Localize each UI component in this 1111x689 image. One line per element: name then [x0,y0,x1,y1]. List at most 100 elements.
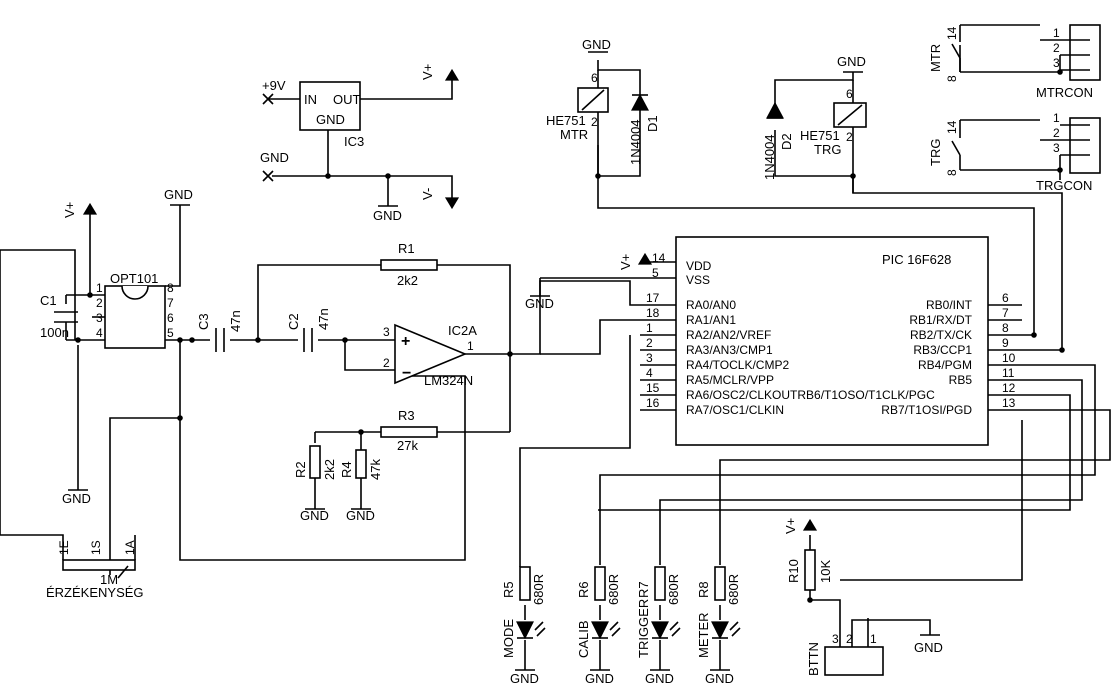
vminus-label: V- [420,188,435,200]
mtrcon-switch: MTR [928,44,943,72]
pic-left-pin-num: 4 [646,366,653,380]
pic-left-pin-name: RA1/AN1 [686,313,736,327]
mtrcon-pin-1: 1 [1053,26,1060,40]
opt101-pin-7: 7 [167,296,174,310]
relay-mtr-name: MTR [560,127,588,142]
led-resistor-value: 680R [531,574,546,605]
opt101-chip: OPT101 1 2 3 4 5 6 7 8 [96,271,174,349]
vplus-label-bttn: V+ [783,518,798,534]
opt101-pin-4: 4 [96,326,103,340]
r4-resistor: R4 47k [339,449,383,480]
relay-mtr: 6 2 HE751 MTR [546,70,609,142]
pic-left-pin-name: RA4/TOCLK/CMP2 [686,358,789,372]
junction-dots [75,69,1065,603]
r3-value: 27k [397,438,418,453]
gnd-cross-label: GND [260,150,289,165]
pic-left-pin-name: RA0/AN0 [686,298,736,312]
opamp-pin-out: 1 [467,339,474,353]
trgcon-ref: TRGCON [1036,178,1092,193]
pot-pin-a: 1A [123,540,137,555]
pic-right-pin-name: RB3/CCP1 [913,343,972,357]
d1-part: 1N4004 [628,119,643,165]
relay-trg-name: TRG [814,142,841,157]
opamp-minus: − [402,365,411,382]
pic-right-pin-name: RB5 [949,373,973,387]
r1-ref: R1 [398,241,415,256]
gnd-label-left: GND [62,491,91,506]
c3-ref: C3 [196,313,211,330]
pic-left-pin-name: RA6/OSC2/CLKOUTRB6/T1OSO/T1CLK/PGC [686,388,935,402]
pic-right-pin-num: 9 [1002,336,1009,350]
c1-value: 100n [40,325,69,340]
trgcon-sw-pin-a: 14 [945,120,959,134]
c2-value: 47n [316,308,331,330]
pic-right-pin-num: 6 [1002,291,1009,305]
pic-left-pin-name: RA7/OSC1/CLKIN [686,403,784,417]
led-resistor-ref: R6 [576,581,591,598]
pic-vss: VSS [686,273,710,287]
trgcon-pin-3: 3 [1053,141,1060,155]
mtrcon-pin-3: 3 [1053,56,1060,70]
bttn-ref: BTTN [806,642,821,676]
vplus-label-pic: V+ [618,254,633,270]
r10-value: 10K [818,560,833,583]
pic-right-pin-num: 10 [1002,351,1016,365]
mtrcon-ref: MTRCON [1036,85,1093,100]
d2-ref: D2 [779,133,794,150]
opamp-part: LM324N [424,373,473,388]
pic-left-pin-num: 16 [646,396,660,410]
opt101-pin-2: 2 [96,296,103,310]
gnd-label-pic: GND [525,296,554,311]
bttn-pin-3: 3 [832,632,839,646]
opamp-pin-minus: 2 [383,356,390,370]
r2-ref: R2 [293,461,308,478]
pic-left-pin-name: RA2/AN2/VREF [686,328,771,342]
pot-pin-s: 1S [89,540,103,555]
pic-left-pin-num: 17 [646,291,660,305]
diode-d1: 1N4004 D1 [628,93,660,165]
pic-right-pin-num: 13 [1002,396,1016,410]
mtrcon-pin-2: 2 [1053,41,1060,55]
c2-ref: C2 [286,313,301,330]
gnd-label-bttn: GND [914,640,943,655]
r3-ref: R3 [398,408,415,423]
bttn-pin-2: 2 [846,632,853,646]
relay-mtr-part: HE751 [546,113,586,128]
pic-right-pin-num: 7 [1002,306,1009,320]
bttn-connector: 3 2 1 BTTN [806,630,884,676]
led-resistor-value: 680R [666,574,681,605]
pic-right-pin-name: RB4/PGM [918,358,972,372]
r1-value: 2k2 [397,273,418,288]
mtrcon-connector: MTR 14 8 1 2 3 MTRCON [928,24,1101,100]
wires [0,24,1111,670]
c2-capacitor: C2 47n [286,308,331,352]
c1-capacitor: C1 100n [40,293,78,340]
relay-trg-pin-bottom: 2 [846,130,853,144]
r1-resistor: R1 2k2 [380,241,438,288]
relay-mtr-pin-top: 6 [591,71,598,85]
pic-right-pin-num: 8 [1002,321,1009,335]
opamp-ref: IC2A [448,323,477,338]
led-resistor-value: 680R [726,574,741,605]
mtrcon-sw-pin-b: 8 [945,75,959,82]
pic-left-pin-num: 3 [646,351,653,365]
opt101-pin-1: 1 [96,281,103,295]
r3-resistor: R3 27k [380,408,438,453]
opamp-pin-plus: 3 [383,325,390,339]
pic-right-pin-num: 11 [1002,366,1015,380]
pic-vdd: VDD [686,259,712,273]
trgcon-connector: TRG 14 8 1 2 3 TRGCON [928,111,1101,193]
opamp-plus: + [401,333,410,350]
pic-right-pin-name: RB0/INT [926,298,973,312]
c1-ref: C1 [40,293,57,308]
d2-part: 1N4004 [762,134,777,180]
pot-value: 1M [100,572,118,587]
vplus-label-2: V+ [62,202,77,218]
diode-d2: 1N4004 D2 [762,101,794,180]
r10-resistor: R10 10K [786,549,833,591]
